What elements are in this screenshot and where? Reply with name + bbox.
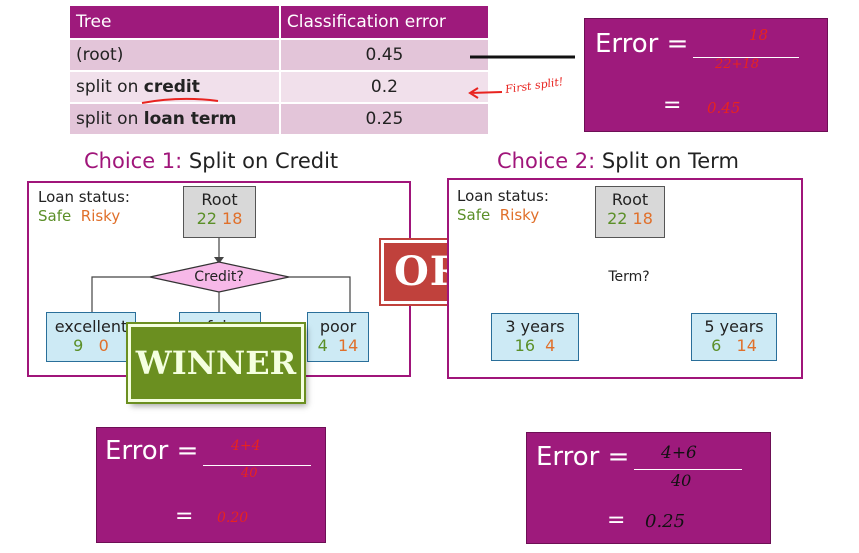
cell-tree-text: (root)	[76, 45, 124, 65]
tree1-leaf-poor: poor 4 14	[307, 312, 369, 362]
legend-safe: Safe	[38, 207, 72, 225]
leaf-label: 5 years	[704, 317, 764, 336]
cell-error: 0.2	[278, 70, 488, 103]
header-error: Classification error	[278, 6, 488, 39]
fraction-bar	[634, 469, 742, 470]
tree1-branch-left	[91, 276, 150, 312]
choice1-prefix: Choice 1:	[84, 149, 183, 173]
legend-title: Loan status:	[457, 187, 549, 205]
cell-tree: (root)	[70, 38, 280, 71]
leaf-risky-count: 0	[98, 336, 109, 355]
cell-tree-text: split on	[76, 77, 144, 97]
error-result: 0.20	[217, 510, 249, 526]
result-equals: =	[175, 504, 194, 529]
choice1-rest: Split on	[188, 149, 275, 173]
root-risky-count: 18	[632, 209, 653, 228]
tree1-leaf-excellent: excellent 9 0	[46, 312, 136, 362]
error-box-credit: Error = 4+4 40 = 0.20	[96, 427, 326, 543]
tree2-legend: Loan status: Safe Risky	[457, 187, 549, 225]
table-header-row: Tree Classification error	[70, 6, 488, 39]
error-label: Error =	[536, 442, 630, 472]
legend-safe: Safe	[457, 206, 491, 224]
root-safe-count: 22	[196, 209, 217, 228]
tree1-split-label: Credit?	[194, 269, 244, 285]
first-split-arrow	[468, 87, 503, 99]
cell-error: 0.45	[278, 38, 488, 71]
root-safe-count: 22	[607, 209, 628, 228]
fraction-bar	[693, 57, 799, 58]
tree1-branch-right	[289, 276, 351, 312]
error-numerator: 18	[749, 26, 769, 44]
legend-risky: Risky	[499, 206, 540, 224]
leaf-label: 3 years	[505, 317, 565, 336]
choice1-title: Choice 1: Split on Credit	[84, 149, 338, 173]
root-risky-count: 18	[222, 209, 243, 228]
leaf-risky-count: 14	[736, 336, 757, 355]
error-denominator: 22+18	[715, 57, 759, 72]
leaf-label: excellent	[54, 317, 128, 336]
leaf-risky-count: 14	[338, 336, 359, 355]
error-box-root: Error = 18 22+18 = 0.45	[584, 18, 828, 132]
tree1-root-node: Root 22 18	[183, 186, 256, 238]
choice2-title: Choice 2: Split on Term	[497, 149, 739, 173]
tree2-leaf-3-years: 3 years 16 4	[491, 313, 579, 361]
legend-risky: Risky	[80, 207, 121, 225]
table-row: split on credit 0.2	[70, 70, 488, 103]
fraction-bar	[203, 465, 311, 466]
table-row: (root) 0.45	[70, 38, 488, 71]
winner-badge: WINNER	[128, 324, 304, 402]
cell-tree-bold: loan term	[143, 109, 237, 129]
tree2-split-label: Term?	[608, 269, 650, 285]
tree1-legend: Loan status: Safe Risky	[38, 188, 130, 226]
result-equals: =	[663, 93, 682, 118]
error-box-term: Error = 4+6 40 = 0.25	[526, 432, 771, 544]
leaf-safe-count: 9	[73, 336, 84, 355]
error-result: 0.25	[645, 511, 686, 532]
tree2-root-node: Root 22 18	[595, 186, 665, 238]
leaf-safe-count: 4	[317, 336, 328, 355]
leaf-safe-count: 16	[514, 336, 535, 355]
choice2-prefix: Choice 2:	[497, 149, 596, 173]
choice1-bold: Credit	[275, 149, 339, 173]
table-row: split on loan term 0.25	[70, 102, 488, 134]
leaf-risky-count: 4	[545, 336, 556, 355]
cell-tree: split on credit	[70, 70, 280, 103]
leaf-label: poor	[319, 317, 357, 336]
cell-tree-bold: credit	[143, 77, 200, 97]
table-handwriting-layer	[141, 55, 575, 104]
error-label: Error =	[595, 29, 689, 59]
leaf-safe-count: 6	[711, 336, 722, 355]
result-equals: =	[607, 508, 626, 533]
error-result: 0.45	[707, 99, 741, 117]
cell-tree: split on loan term	[70, 102, 280, 134]
tree2-leaf-5-years: 5 years 6 14	[691, 313, 777, 361]
choice2-rest: Split on	[601, 149, 688, 173]
error-numerator: 4+6	[661, 443, 697, 463]
cell-tree-text: split on	[76, 109, 144, 129]
error-numerator: 4+4	[231, 438, 261, 454]
error-denominator: 40	[241, 466, 258, 481]
credit-underline	[141, 97, 219, 104]
tree1-arrowhead	[214, 257, 224, 264]
header-tree: Tree	[70, 6, 280, 39]
legend-title: Loan status:	[38, 188, 130, 206]
root-label: Root	[201, 190, 238, 209]
choice2-bold: Term	[688, 149, 739, 173]
classification-error-table: Tree Classification error (root) 0.45 sp…	[70, 6, 488, 134]
error-label: Error =	[105, 436, 199, 466]
error-denominator: 40	[671, 471, 692, 490]
root-label: Root	[611, 190, 649, 209]
cell-error: 0.25	[278, 102, 488, 134]
